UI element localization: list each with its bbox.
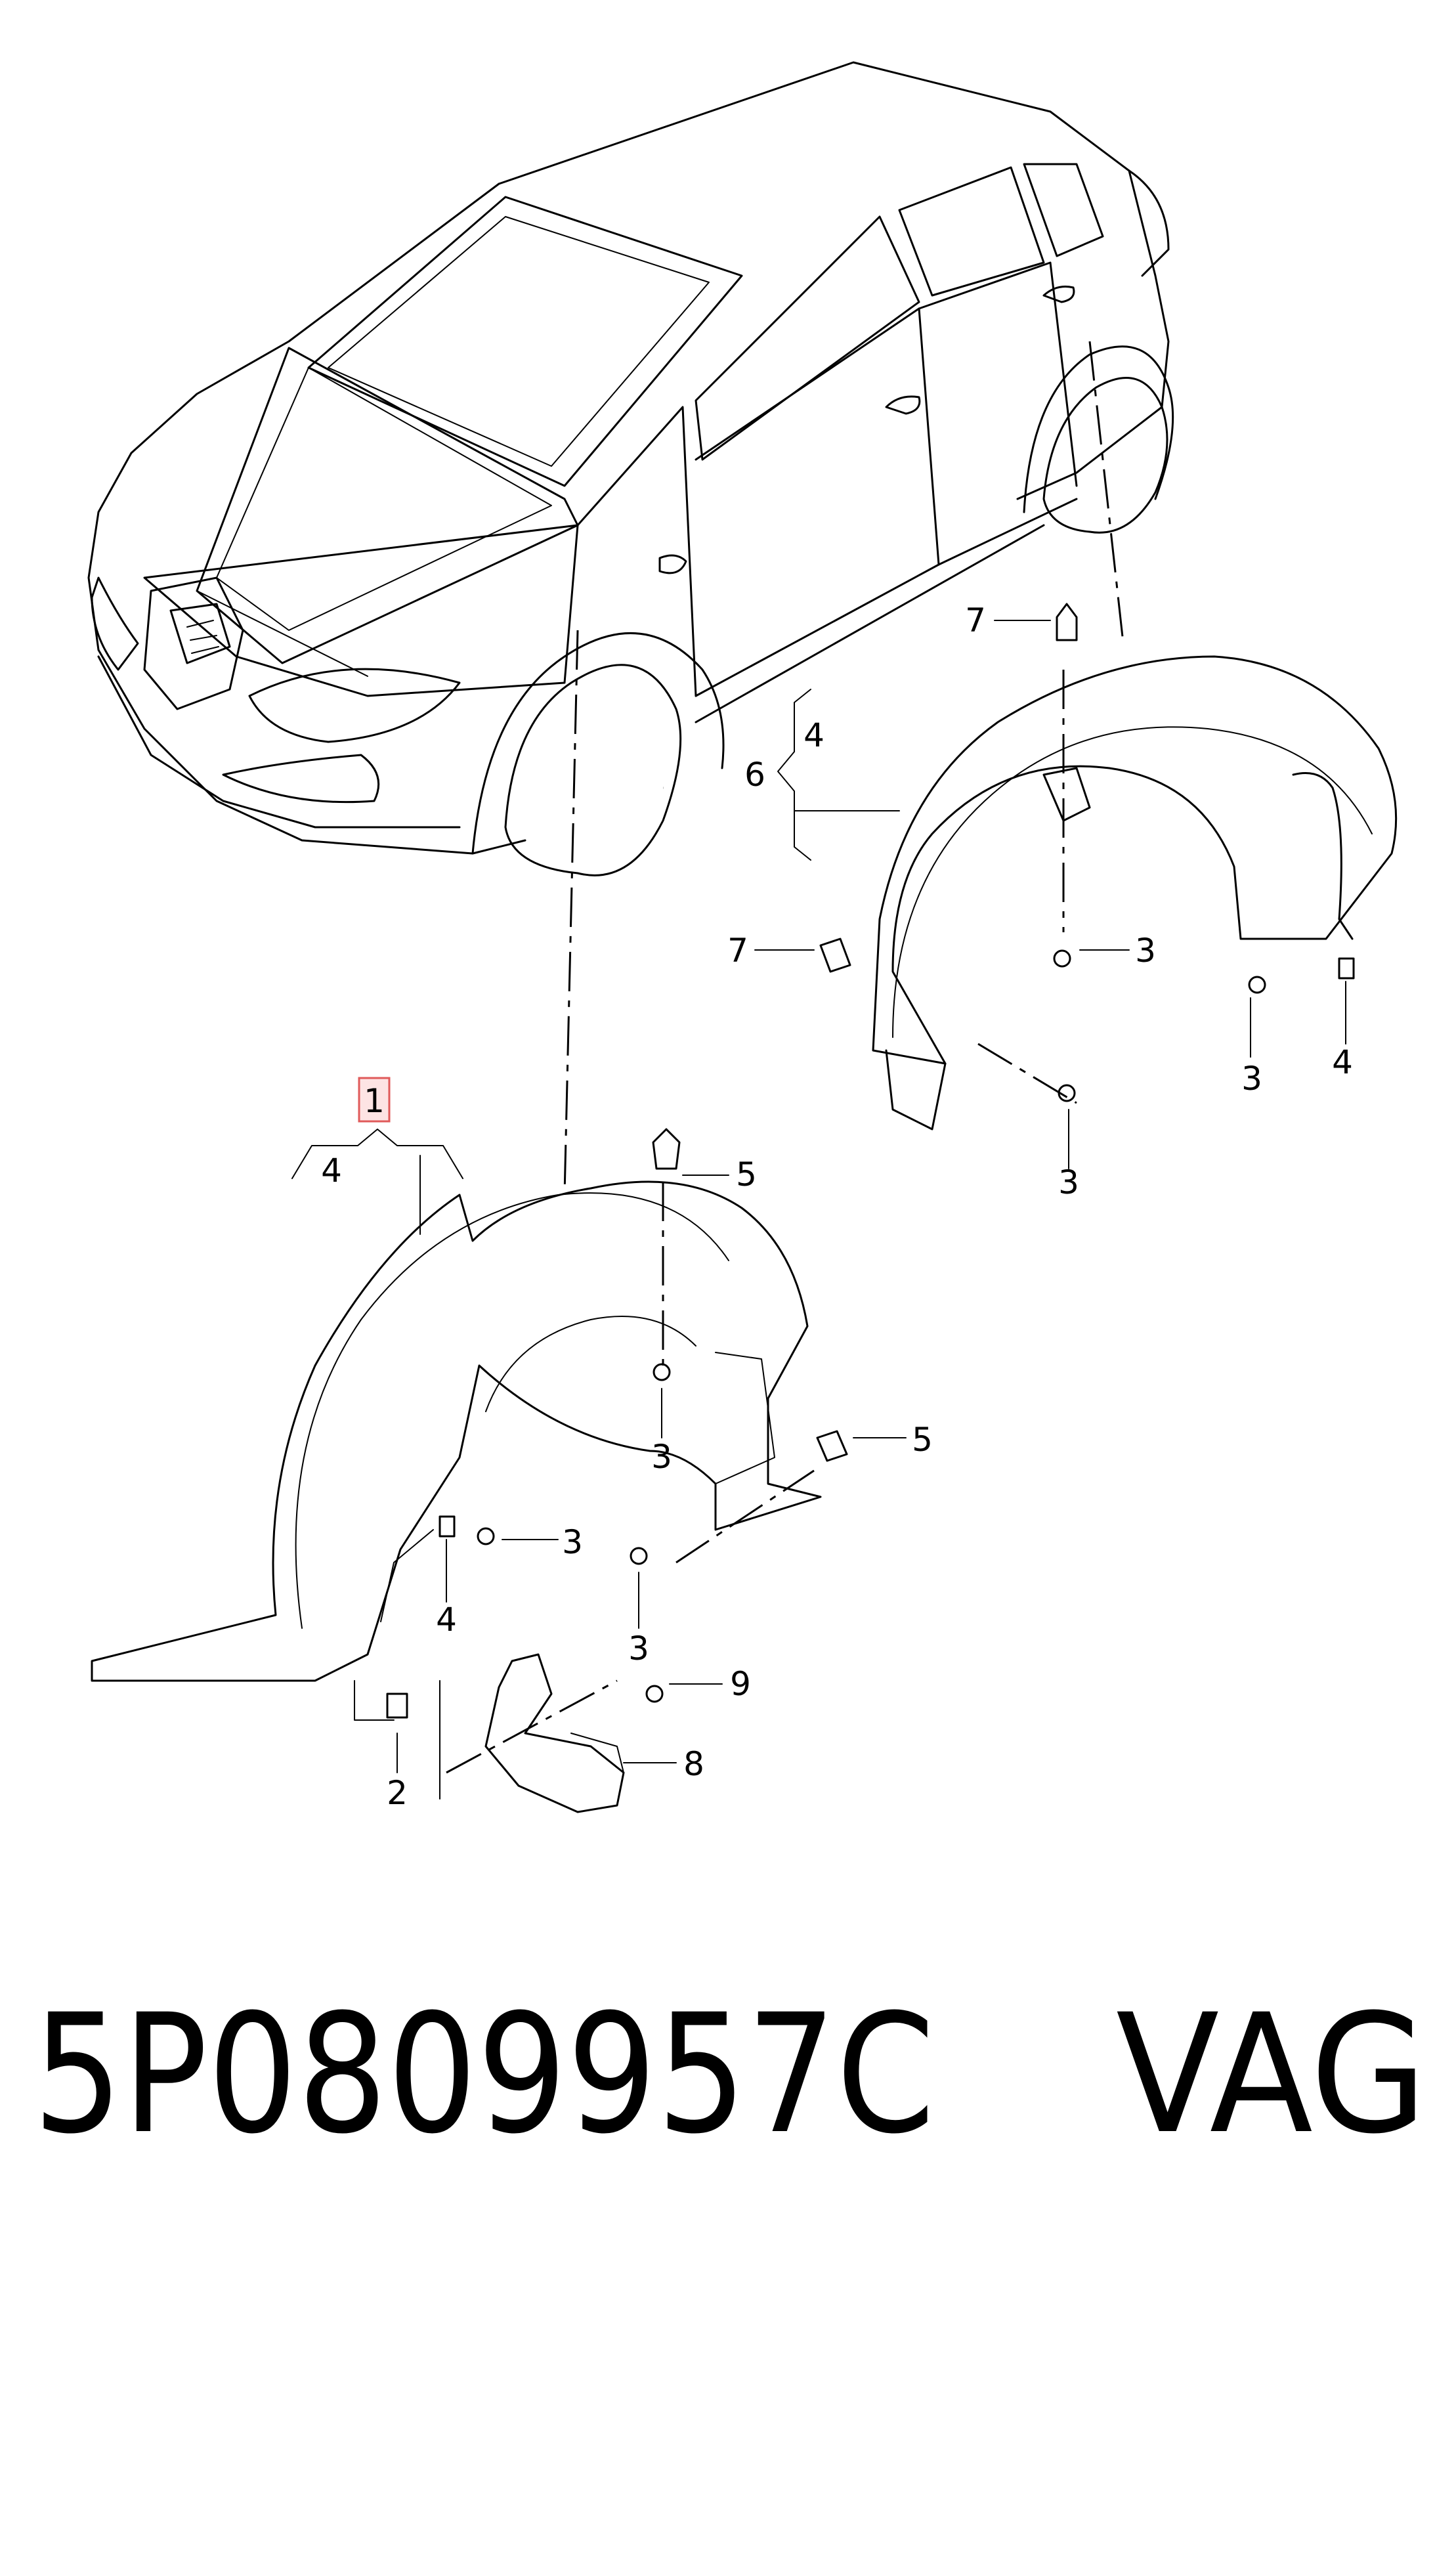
callout-3-front-top[interactable]: 3 [651, 1438, 672, 1476]
callout-3-rear-right[interactable]: 3 [1135, 932, 1156, 970]
brand-label: VAG [1116, 1979, 1428, 2170]
part-number: 5P0809957C [33, 1979, 935, 2170]
callout-leaders [291, 620, 1346, 1800]
callout-6[interactable]: 6 [744, 756, 765, 794]
callout-1[interactable]: 1 [364, 1082, 385, 1120]
front-wheel-housing-liner [91, 1180, 822, 1682]
caption: 5P0809957C VAG [33, 1976, 1438, 2173]
callout-9[interactable]: 9 [730, 1665, 751, 1703]
callout-4-rear-bracket[interactable]: 4 [803, 716, 824, 754]
item-1-highlight [358, 1077, 391, 1123]
fasteners [386, 603, 1355, 1719]
parts-diagram: 1 4 4 6 7 7 3 3 3 4 5 3 5 3 4 3 9 2 8 [87, 61, 1398, 1813]
callout-5-right[interactable]: 5 [912, 1421, 933, 1459]
rear-wheel-housing-liner [872, 655, 1398, 1131]
mud-flap [484, 1653, 625, 1813]
callout-5-top[interactable]: 5 [736, 1155, 757, 1194]
callout-3-front-bottom[interactable]: 3 [628, 1629, 649, 1668]
callout-4-rear-clip[interactable]: 4 [1332, 1043, 1353, 1081]
car-illustration [87, 61, 1174, 876]
callout-3-rear-bottom[interactable]: 3 [1058, 1163, 1079, 1201]
callout-3-front-left[interactable]: 3 [562, 1523, 583, 1561]
callout-4-front-bracket[interactable]: 4 [321, 1152, 342, 1190]
callout-8[interactable]: 8 [683, 1745, 704, 1783]
callout-3-rear-lower[interactable]: 3 [1241, 1060, 1262, 1098]
assembly-centerlines [446, 341, 1124, 1774]
callout-2[interactable]: 2 [387, 1774, 408, 1812]
callout-4-front-clip[interactable]: 4 [436, 1601, 457, 1639]
callout-7-top[interactable]: 7 [965, 601, 986, 639]
callout-labels: 1 4 4 6 7 7 3 3 3 4 5 3 5 3 4 3 9 2 8 [321, 601, 1353, 1812]
callout-7-left[interactable]: 7 [727, 932, 748, 970]
